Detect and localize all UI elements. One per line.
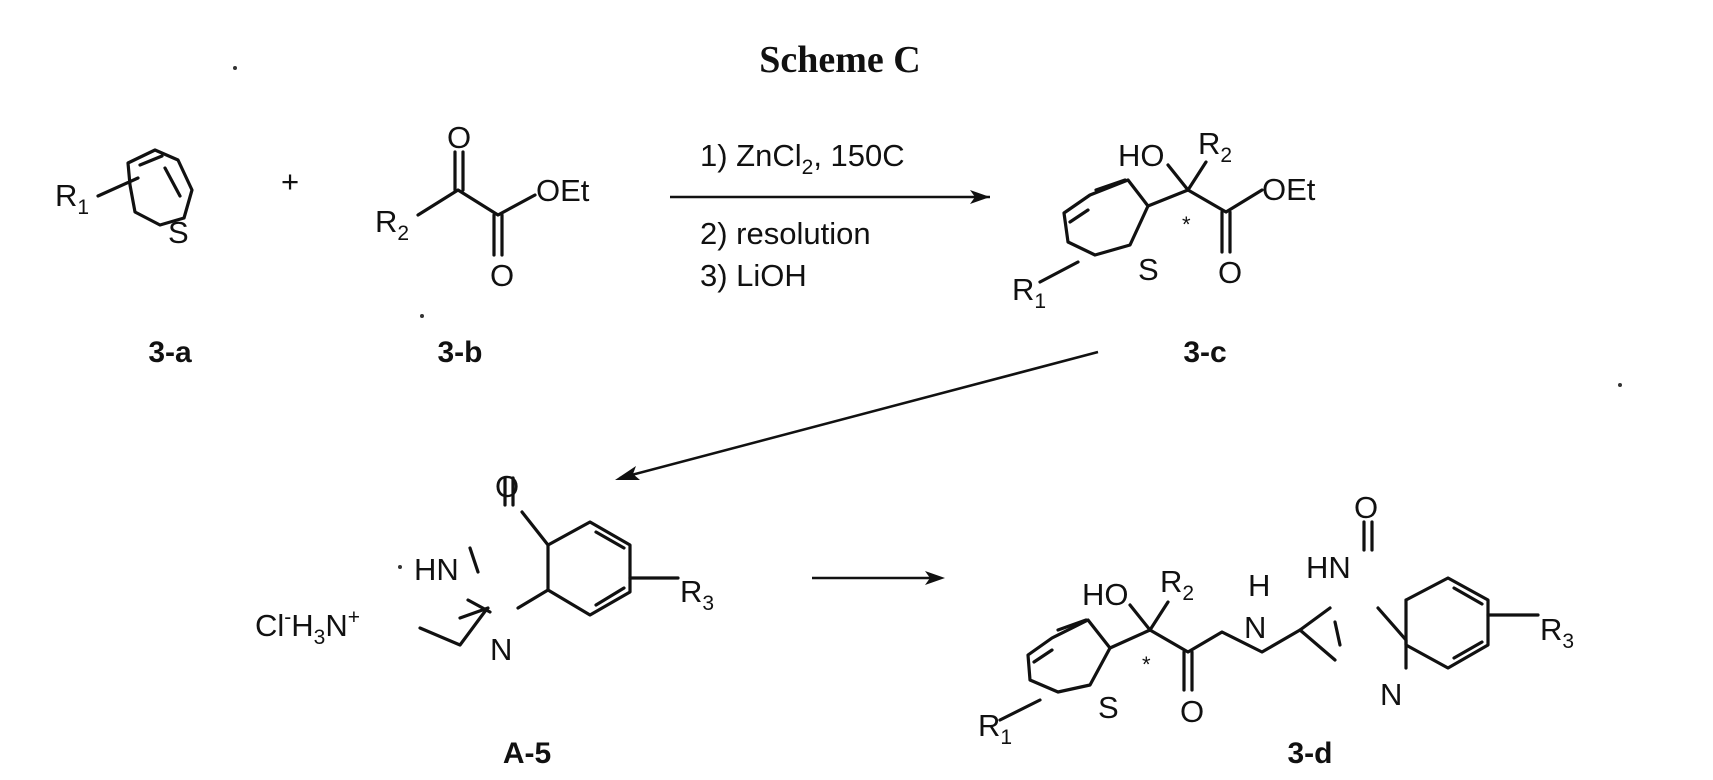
ring-double-bonds bbox=[1070, 180, 1125, 222]
compound-label-a5: A-5 bbox=[503, 737, 551, 770]
sulfur-label: S bbox=[1138, 252, 1159, 287]
molecule-3a: R1 S bbox=[55, 150, 192, 250]
compound-label-3a: 3-a bbox=[148, 336, 192, 369]
oet-label: OEt bbox=[536, 173, 590, 208]
reagent-step3: 3) LiOH bbox=[700, 258, 807, 293]
thiophene-ring bbox=[128, 150, 192, 225]
benzo-double-bonds bbox=[1454, 588, 1482, 658]
speck bbox=[420, 314, 424, 318]
pyrimidinone-ring bbox=[1300, 608, 1406, 668]
side-chain bbox=[1148, 190, 1262, 212]
plus-sign: + bbox=[281, 164, 299, 199]
ester-double-bond bbox=[494, 215, 502, 255]
r1-bond bbox=[1000, 700, 1040, 720]
reaction-arrow-2 bbox=[615, 352, 1098, 480]
stereocenter-mark: * bbox=[1182, 212, 1191, 237]
reagent-step2: 2) resolution bbox=[700, 216, 871, 251]
oet-label: OEt bbox=[1262, 172, 1316, 207]
h-label: H bbox=[1248, 568, 1270, 603]
benzo-ring bbox=[548, 522, 630, 615]
hn-label: HN bbox=[1306, 550, 1351, 585]
reagent-step1: 1) ZnCl2, 150C bbox=[700, 138, 905, 179]
speck bbox=[398, 565, 402, 569]
ho-label: HO bbox=[1118, 138, 1165, 173]
r1-label: R1 bbox=[1012, 272, 1046, 313]
oxygen-label: O bbox=[495, 469, 519, 504]
amide-chain bbox=[1110, 630, 1300, 652]
n-label: N bbox=[1380, 677, 1402, 712]
molecule-3c: HO R2 * OEt O S R1 bbox=[1012, 126, 1316, 313]
r1-label: R1 bbox=[55, 178, 89, 219]
oxygen-label: O bbox=[490, 258, 514, 293]
ester-double-bond bbox=[1222, 212, 1230, 252]
oxygen-label: O bbox=[1180, 694, 1204, 729]
r1-label: R1 bbox=[978, 708, 1012, 749]
arrow-line bbox=[620, 352, 1098, 478]
carbinol-bonds bbox=[1168, 162, 1206, 190]
sulfur-label: S bbox=[168, 215, 189, 250]
stereocenter-mark: * bbox=[1142, 652, 1151, 677]
molecule-3d: HO R2 * O H N O HN N S R3 R1 bbox=[978, 490, 1574, 749]
r2-label: R2 bbox=[1160, 564, 1194, 605]
r2-label: R2 bbox=[375, 204, 409, 245]
hn-label: HN bbox=[414, 552, 459, 587]
oxygen-label: O bbox=[447, 120, 471, 155]
speck bbox=[1618, 383, 1622, 387]
compound-label-3d: 3-d bbox=[1288, 737, 1333, 770]
carbonyl-double-bond bbox=[1364, 522, 1372, 550]
r2-label: R2 bbox=[1198, 126, 1232, 167]
compound-label-3c: 3-c bbox=[1183, 336, 1226, 369]
oxygen-label: O bbox=[1218, 255, 1242, 290]
oxygen-label: O bbox=[1354, 490, 1378, 525]
r3-label: R3 bbox=[1540, 612, 1574, 653]
amide-double-bond bbox=[1184, 652, 1192, 690]
reaction-arrow-3 bbox=[812, 571, 945, 585]
n-label: N bbox=[1244, 610, 1266, 645]
benzo-ring bbox=[1406, 578, 1488, 668]
reaction-arrow-1: 1) ZnCl2, 150C 2) resolution 3) LiOH bbox=[670, 138, 990, 293]
benzo-double-bonds bbox=[596, 532, 624, 605]
speck bbox=[233, 66, 237, 70]
r1-bond bbox=[1040, 262, 1078, 282]
scheme-title: Scheme C bbox=[759, 39, 920, 81]
ammonium-chloride-label: Cl-H3N+ bbox=[255, 606, 360, 649]
r3-label: R3 bbox=[680, 574, 714, 615]
double-bonds bbox=[140, 156, 180, 196]
molecule-3b: O O OEt R2 bbox=[375, 120, 590, 293]
methylene-linker bbox=[420, 600, 490, 645]
chain-bonds bbox=[418, 190, 535, 215]
sulfur-label: S bbox=[1098, 690, 1119, 725]
carbinol-bonds bbox=[1130, 602, 1168, 630]
compound-label-3b: 3-b bbox=[438, 336, 483, 369]
ketone-double-bond bbox=[455, 152, 463, 190]
ho-label: HO bbox=[1082, 577, 1129, 612]
molecule-a5: O HN N R3 Cl-H3N+ bbox=[255, 469, 714, 667]
n-label: N bbox=[490, 632, 512, 667]
